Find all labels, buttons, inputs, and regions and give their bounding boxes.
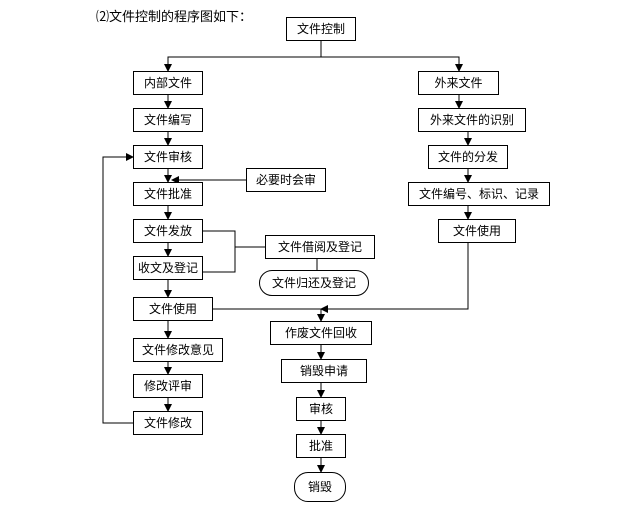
node-review: 文件审核 [133, 145, 203, 169]
node-use-int: 文件使用 [133, 297, 213, 321]
node-use-ext: 文件使用 [438, 219, 516, 243]
edge-use-ext-to-recall [320, 243, 469, 313]
node-receive: 收文及登记 [133, 256, 203, 280]
node-internal: 内部文件 [133, 71, 203, 95]
node-d-review: 审核 [296, 397, 346, 421]
node-destroy-req: 销毁申请 [281, 359, 367, 383]
node-d-approve: 批准 [296, 434, 346, 458]
node-recall: 作废文件回收 [270, 321, 372, 345]
edge-use-int-to-recall [213, 308, 325, 322]
edge-modify-to-review [102, 153, 134, 424]
node-numbering: 文件编号、标识、记录 [408, 182, 550, 206]
node-external: 外来文件 [418, 71, 499, 95]
edge-root-to-external [321, 56, 463, 72]
node-modify: 文件修改 [133, 411, 203, 435]
edge-root-to-internal [164, 41, 322, 72]
node-distribute: 文件的分发 [428, 145, 508, 169]
node-approve: 文件批准 [133, 182, 203, 206]
node-destroy: 销毁 [294, 472, 346, 502]
node-borrow: 文件借阅及登记 [265, 235, 375, 259]
node-opinion: 文件修改意见 [133, 338, 223, 362]
node-countersign: 必要时会审 [246, 168, 326, 192]
node-write: 文件编写 [133, 108, 203, 132]
edge-issue-to-borrow [203, 230, 265, 248]
diagram-caption: ⑵文件控制的程序图如下： [96, 10, 253, 25]
node-return: 文件归还及登记 [259, 270, 369, 296]
edge-receive-to-borrow [203, 247, 236, 273]
node-rev-review: 修改评审 [133, 374, 203, 398]
node-ext-ident: 外来文件的识别 [418, 108, 526, 132]
node-issue: 文件发放 [133, 219, 203, 243]
node-root: 文件控制 [286, 17, 356, 41]
